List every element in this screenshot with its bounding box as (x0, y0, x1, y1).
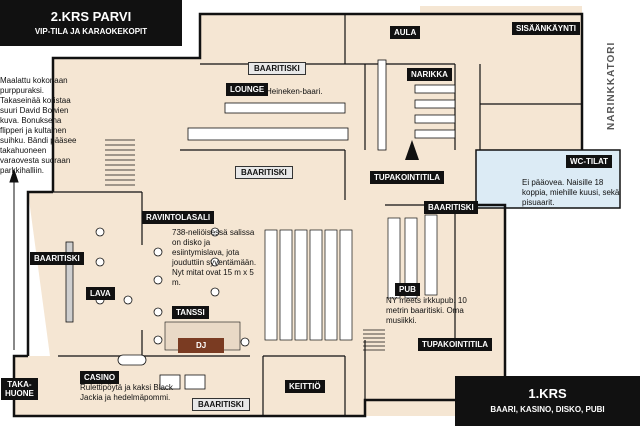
room-casino: CASINO (80, 371, 120, 384)
floor1-title: 1.KRS (528, 386, 567, 401)
stairs (105, 139, 385, 351)
note-wc: Ei pääovea. Naisille 18 koppia, miehille… (522, 178, 620, 207)
bar-counter-middle: BAARITISKI (235, 166, 293, 179)
note-pub: NY meets irkkupub. 10 metrin baaritiski.… (386, 296, 467, 325)
outside-top-left (0, 58, 53, 193)
room-pub: PUB (395, 283, 420, 296)
room-lounge: LOUNGE (226, 83, 269, 96)
round-tables (95, 227, 250, 347)
bar-counter-right: BAARITISKI (424, 201, 478, 214)
room-keittio: KEITTIÖ (285, 380, 325, 393)
room-dj: DJ (178, 338, 225, 353)
room-tupakointitila-2: TUPAKOINTITILA (418, 338, 493, 351)
floor2-title-box: 2.KRS PARVI VIP-TILA JA KARAOKEKOPIT (0, 0, 182, 46)
room-tanssi: TANSSI (172, 306, 209, 319)
bar-counter-left: BAARITISKI (30, 252, 84, 265)
bar-counter-top: BAARITISKI (248, 62, 306, 75)
outer-wall (51, 12, 584, 192)
room-tupakointitila-1: TUPAKOINTITILA (370, 171, 445, 184)
arrow (9, 168, 19, 350)
room-sisaankaynti: SISÄÄNKÄYNTI (512, 22, 581, 35)
room-lava: LAVA (86, 287, 115, 300)
coat-racks (377, 59, 456, 151)
note-intro: Maalattu kokonaan purppuraksi. Takaseinä… (0, 76, 77, 175)
lounge-seating (187, 102, 349, 141)
floor1-title-box: 1.KRS BAARI, KASINO, DISKO, PUBI (455, 376, 640, 426)
room-narikka: NARIKKA (407, 68, 452, 81)
outside-right (505, 205, 640, 376)
restaurant-tables (264, 214, 438, 341)
casino-tables (117, 354, 206, 390)
floor2-subtitle: VIP-TILA JA KARAOKEKOPIT (34, 27, 148, 36)
room-ravintolasali: RAVINTOLASALI (142, 211, 215, 224)
note-casino: Rulettipöytä ja kaksi Black Jackia ja he… (80, 383, 173, 402)
floor1-subtitle: BAARI, KASINO, DISKO, PUBI (490, 405, 605, 414)
floor2-title: 2.KRS PARVI (50, 9, 132, 24)
outer-wall-left (26, 190, 53, 356)
bar-counter-bottom: BAARITISKI (192, 398, 250, 411)
smoking-pointer-1 (405, 140, 419, 160)
note-heineken: Heineken-baari. (266, 87, 323, 96)
street-label: NARINKKATORI (606, 41, 617, 130)
room-wc-tilat: WC-TILAT (566, 155, 613, 168)
stage (65, 241, 74, 323)
room-takahuone: TAKA- HUONE (1, 378, 38, 400)
room-aula: AULA (390, 26, 421, 39)
outer-wall-bottom (58, 398, 455, 418)
note-ravintolasali: 738-neliöisessä salissa on disko ja esii… (172, 228, 257, 287)
